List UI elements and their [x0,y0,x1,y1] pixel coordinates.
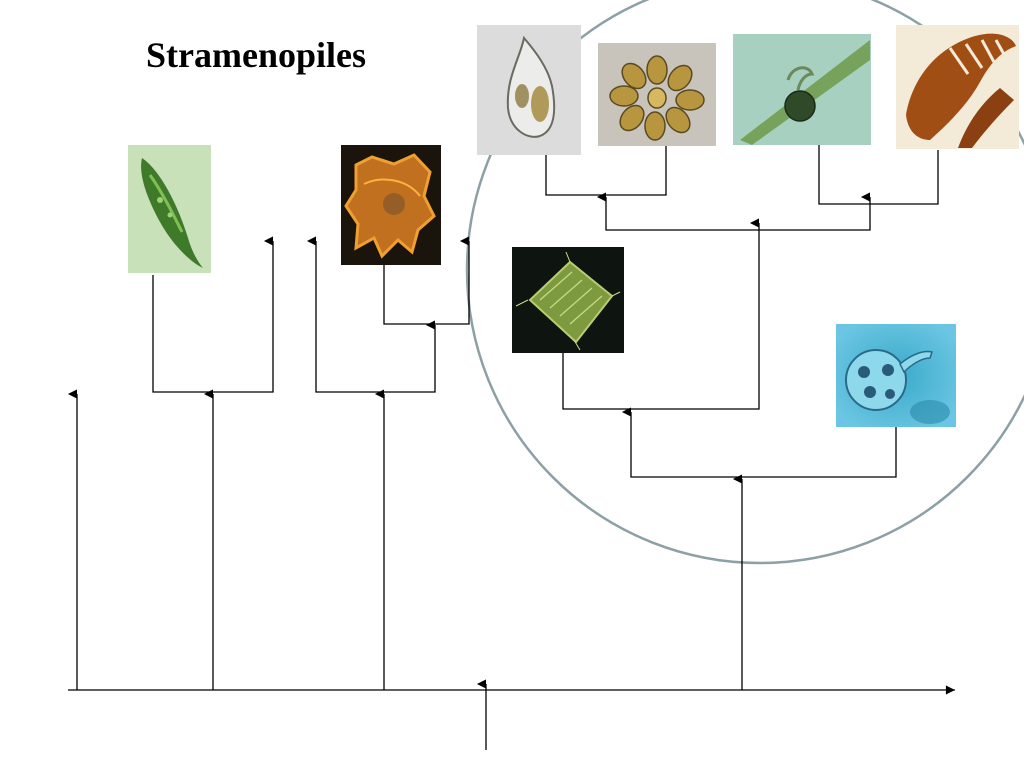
brown-alga-photo [896,25,1019,149]
diatom-photo [512,247,624,353]
time-axis [68,679,955,750]
stramenopiles-highlight-circle [465,0,1024,565]
chrysophyte-photo [477,25,581,155]
vaucheria-photo [733,34,871,145]
slide-title: Stramenopiles [146,35,366,75]
oomycete-photo [836,324,956,427]
tree-branches [67,145,939,690]
dinoflagellate-photo [341,145,441,265]
euglena-photo [128,145,211,273]
synura-colony-photo [598,43,716,146]
